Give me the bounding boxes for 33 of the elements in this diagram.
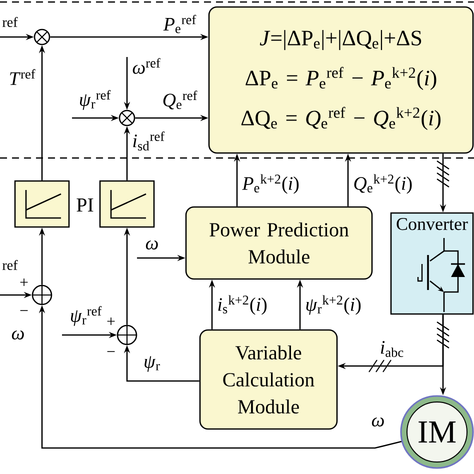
signal-label: ψ$_{r}$ [144, 356, 160, 372]
sign-label: − [20, 310, 28, 311]
sign-label: + [20, 278, 28, 286]
equation-box: J=|ΔP$_{e}$|+|ΔQ$_{e}$|+ΔS ΔP$_{e}$ = P$_{e}$$^{ref}$ − P$_{e}$$^{k+2}$(i) ΔQ$_{e}$ = Q$_{e}$$^{ref}$ − Q$_{e}$$^{k+2}$(i) [208, 6, 474, 154]
controller-label: PI [76, 198, 94, 212]
signal-label: i$_{sd}$ref [133, 131, 165, 151]
signal-label: Q$_{e}$$^{k+2}$(i) [354, 174, 412, 194]
converter-box: Converter [390, 212, 474, 315]
sign-label: − [107, 351, 115, 352]
module-box: Variable Calculation Module [199, 329, 338, 430]
signal-label: ω [146, 240, 158, 250]
controller-block [14, 180, 70, 228]
summing-junction [116, 324, 138, 346]
summing-junction [32, 284, 52, 306]
signal-label: ψ$_{r}$ref [80, 90, 111, 110]
signal-label: ω [372, 417, 384, 427]
sign-label: + [107, 318, 115, 325]
signal-label: P$_{e}$$^{k+2}$(i) [242, 174, 299, 194]
signal-label: ref [2, 260, 18, 270]
signal-label: T$^{ref}$ [10, 69, 36, 85]
signal-label: i$_{s}$$^{k+2}$(i) [218, 295, 267, 315]
signal-label: ω$^{ref}$ [132, 58, 160, 74]
multiplier-circle [118, 110, 136, 126]
signal-label: P$_{e}$ref [163, 14, 196, 34]
signal-label: Q$_{e}$ref [163, 90, 198, 110]
signal-label: i$_{abc}$ [380, 341, 404, 357]
signal-label: ψ$_{r}$ref [71, 306, 102, 326]
signal-label: ω [12, 330, 24, 340]
signal-label: ψ$_{r}$$^{k+2}$(i) [306, 295, 361, 315]
multiplier-circle [34, 28, 50, 46]
signal-label: ref [2, 17, 18, 27]
controller-block [99, 180, 155, 228]
module-box: Power Prediction Module [185, 206, 373, 280]
